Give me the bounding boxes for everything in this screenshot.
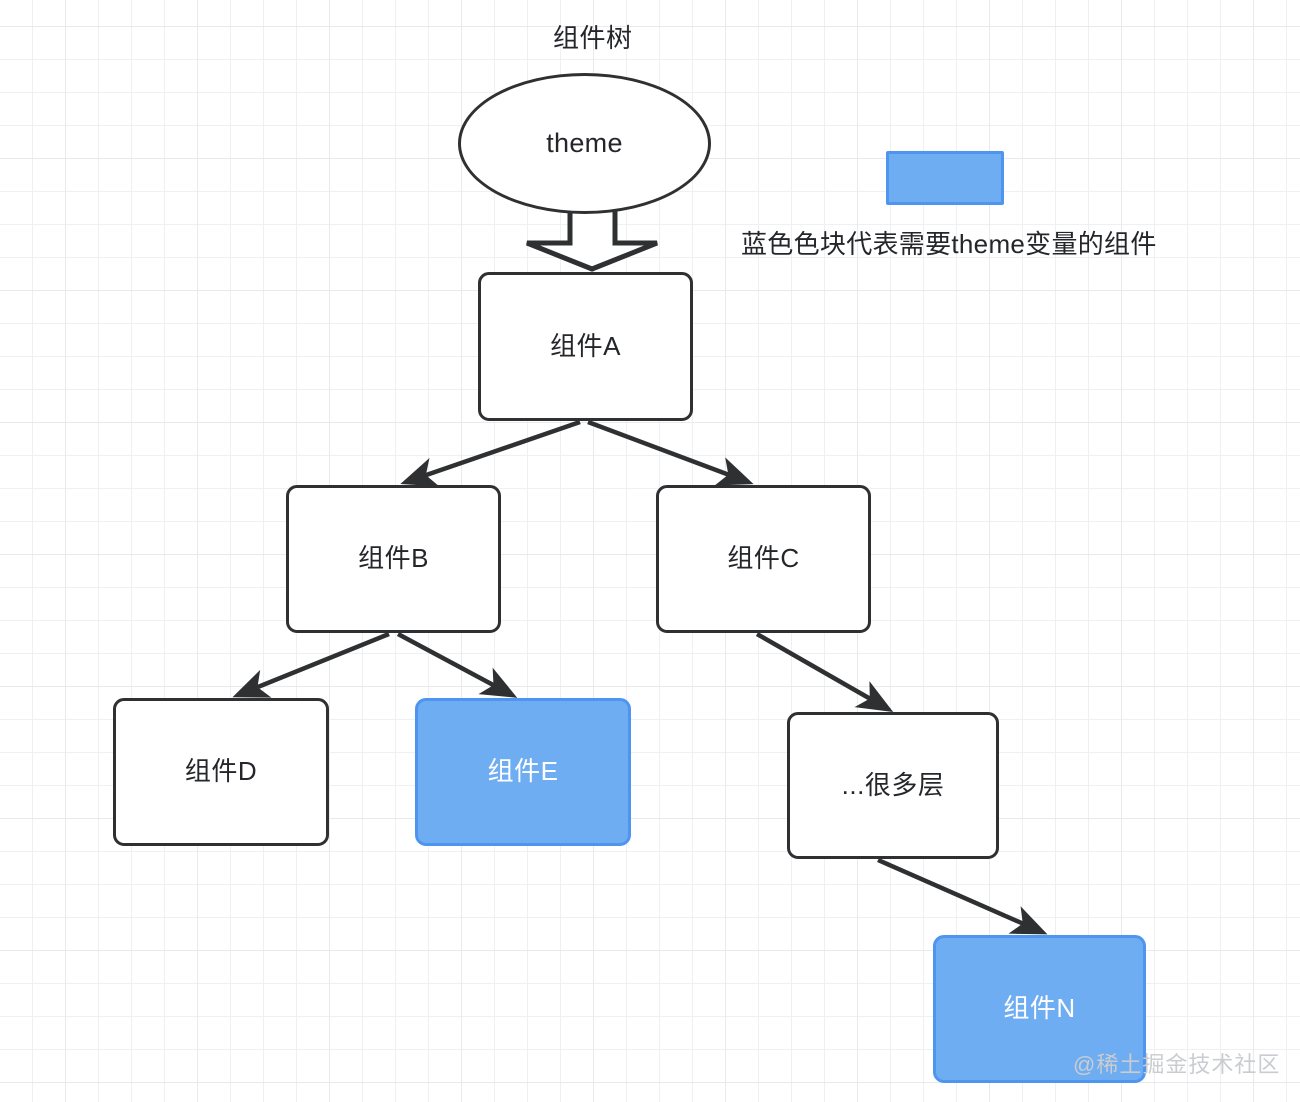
legend-color-swatch	[886, 151, 1004, 205]
node-component-c-label: 组件C	[727, 543, 800, 574]
legend-description: 蓝色色块代表需要theme变量的组件	[741, 229, 1157, 259]
node-theme[interactable]: theme	[458, 73, 711, 214]
node-many-layers[interactable]: ...很多层	[787, 712, 999, 859]
edge-many-to-n	[877, 857, 1048, 935]
edge-b-to-d	[232, 631, 390, 698]
node-component-a-label: 组件A	[550, 330, 621, 361]
node-component-a[interactable]: 组件A	[478, 272, 693, 421]
node-component-n-label: 组件N	[1003, 993, 1076, 1024]
node-component-c[interactable]: 组件C	[656, 485, 871, 633]
node-component-e[interactable]: 组件E	[415, 698, 631, 846]
watermark: @稀土掘金技术社区	[1073, 1052, 1281, 1077]
node-theme-label: theme	[546, 128, 623, 158]
edge-c-to-many	[755, 632, 894, 712]
node-component-e-label: 组件E	[487, 756, 559, 787]
diagram-title: 组件树	[553, 23, 633, 53]
edge-a-to-c	[587, 419, 754, 486]
edge-theme-to-a	[526, 202, 658, 272]
node-component-d[interactable]: 组件D	[113, 698, 329, 846]
node-component-b[interactable]: 组件B	[286, 485, 501, 633]
node-component-d-label: 组件D	[184, 756, 258, 787]
node-component-n[interactable]: 组件N	[933, 935, 1146, 1083]
edge-b-to-e	[396, 632, 518, 698]
node-component-b-label: 组件B	[358, 543, 429, 574]
node-many-layers-label: ...很多层	[841, 769, 945, 800]
edge-a-to-b	[400, 419, 581, 487]
